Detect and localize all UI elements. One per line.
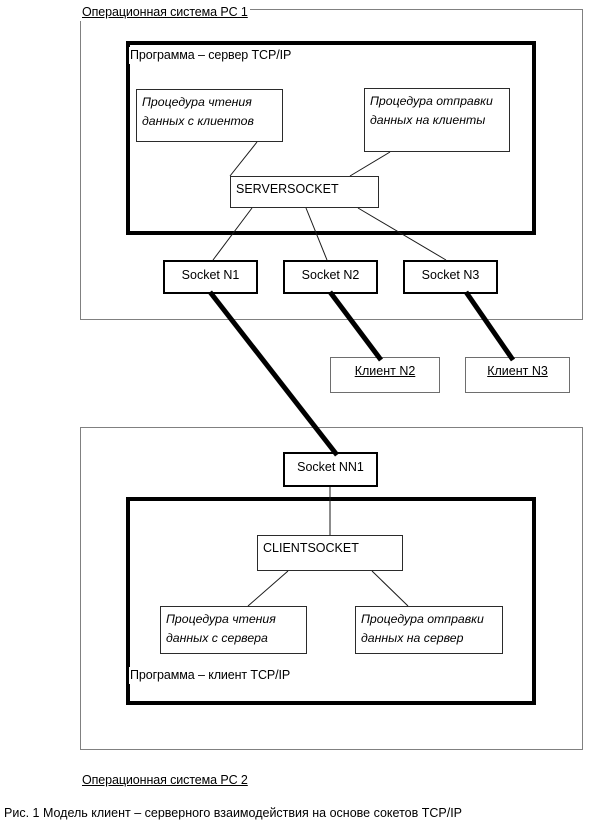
client-n2-label: Клиент N2	[354, 364, 416, 378]
server-read-procedure-text: Процедура чтения данных с клиентов	[142, 95, 254, 128]
serversocket-label: SERVERSOCKET	[236, 182, 339, 196]
client-n3-label: Клиент N3	[487, 364, 548, 378]
os-pc2-title: Операционная система PC 2	[80, 772, 250, 789]
server-read-procedure-box: Процедура чтения данных с клиентов	[136, 89, 283, 142]
socket-n1-box: Socket N1	[163, 260, 258, 294]
socket-n2-box: Socket N2	[283, 260, 378, 294]
os-pc1-title: Операционная система PC 1	[80, 4, 250, 21]
client-read-procedure-box: Процедура чтения данных с сервера	[160, 606, 307, 654]
socket-nn1-label: Socket NN1	[297, 460, 364, 474]
server-program-frame	[126, 41, 536, 235]
serversocket-box: SERVERSOCKET	[230, 176, 379, 208]
client-program-title: Программа – клиент TCP/IP	[129, 667, 292, 684]
socket-nn1-box: Socket NN1	[283, 452, 378, 487]
client-n2-box: Клиент N2	[330, 357, 440, 393]
clientsocket-box: CLIENTSOCKET	[257, 535, 403, 571]
client-send-procedure-box: Процедура отправки данных на сервер	[355, 606, 503, 654]
clientsocket-label: CLIENTSOCKET	[263, 541, 359, 555]
client-n3-box: Клиент N3	[465, 357, 570, 393]
socket-n3-box: Socket N3	[403, 260, 498, 294]
client-program-frame	[126, 497, 536, 705]
server-send-procedure-box: Процедура отправки данных на клиенты	[364, 88, 510, 152]
server-program-title: Программа – сервер TCP/IP	[129, 47, 293, 64]
socket-n1-label: Socket N1	[181, 268, 240, 282]
client-read-procedure-text: Процедура чтения данных с сервера	[166, 612, 276, 645]
socket-n2-label: Socket N2	[301, 268, 360, 282]
socket-n3-label: Socket N3	[421, 268, 480, 282]
server-send-procedure-text: Процедура отправки данных на клиенты	[370, 94, 493, 127]
figure-caption: Рис. 1 Модель клиент – серверного взаимо…	[4, 806, 463, 820]
client-send-procedure-text: Процедура отправки данных на сервер	[361, 612, 484, 645]
